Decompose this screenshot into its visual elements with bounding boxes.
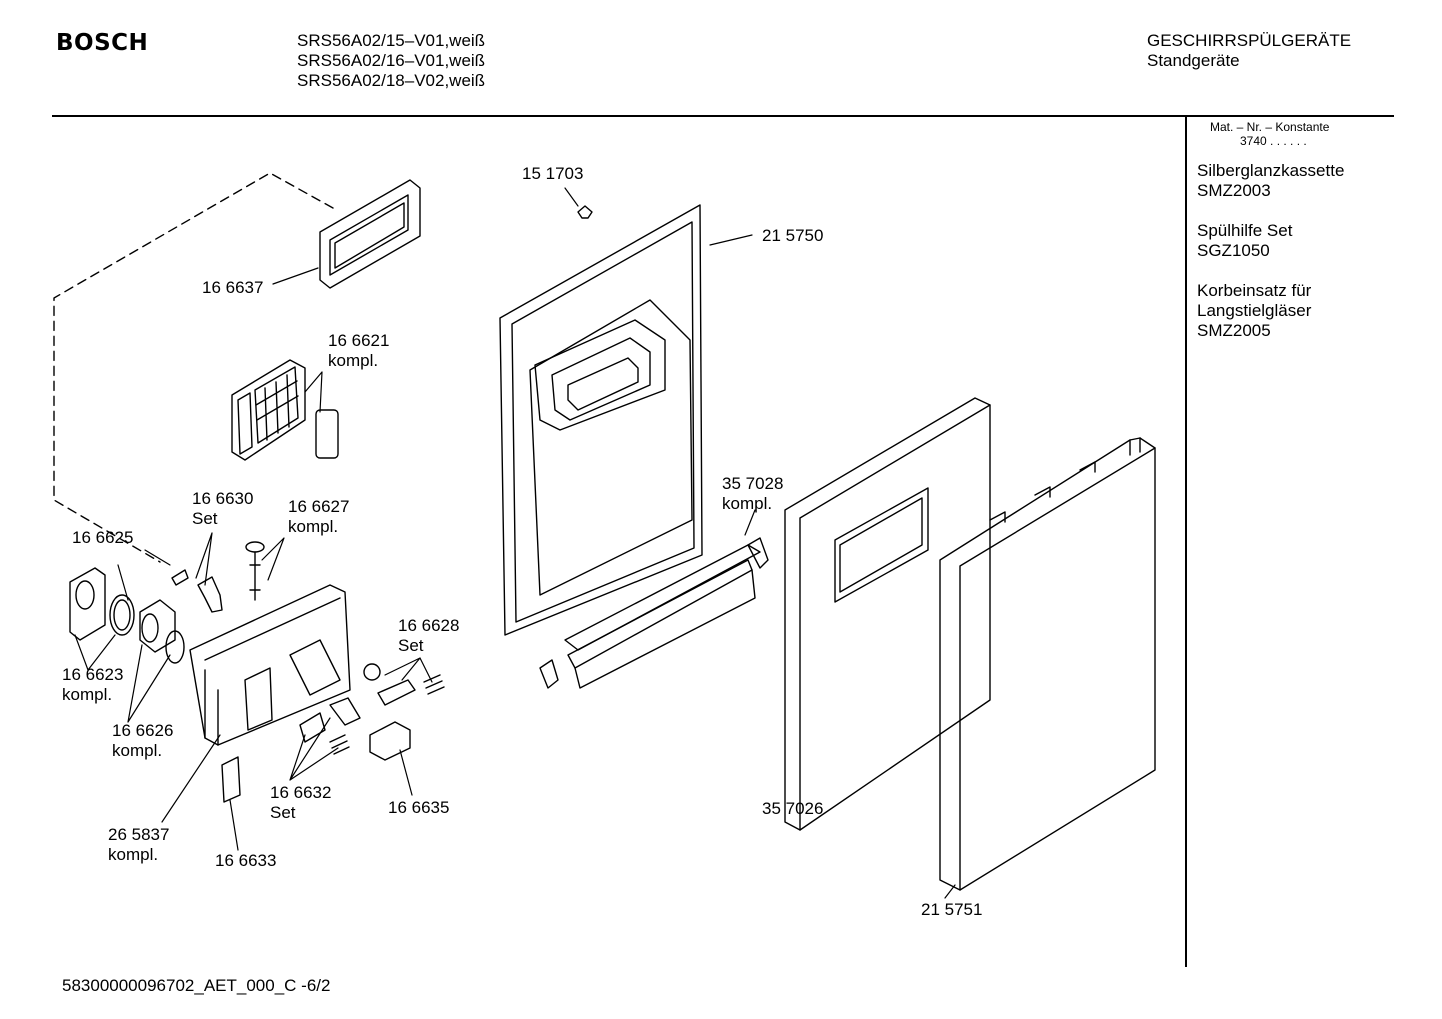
part-label: 21 5751 — [921, 900, 983, 919]
part-label: 21 5750 — [762, 226, 824, 245]
document-code: 58300000096702_AET_000_C -6/2 — [62, 976, 331, 995]
accessory-name: Silberglanzkassette — [1197, 161, 1345, 180]
part-label: 35 7026 — [762, 799, 824, 818]
dispenser-parts-left — [69, 541, 265, 664]
dispenser-parts-lower — [221, 663, 445, 803]
material-constant: Mat. – Nr. – Konstante 3740 . . . . . . — [1210, 120, 1329, 148]
model-list: SRS56A02/15–V01,weiß SRS56A02/16–V01,wei… — [297, 31, 485, 91]
model-line: SRS56A02/16–V01,weiß — [297, 51, 486, 70]
door-side-panel — [939, 437, 1156, 891]
screw — [577, 205, 593, 219]
model-line: SRS56A02/15–V01,weiß — [297, 31, 486, 50]
accessory-name: Spülhilfe Set — [1197, 221, 1293, 240]
assembly-dashed-line — [53, 172, 334, 563]
accessory-code: SGZ1050 — [1197, 241, 1270, 260]
material-constant-value: 3740 . . . . . . — [1240, 134, 1307, 148]
sidebar-divider — [1185, 117, 1187, 967]
part-label: 15 1703 — [522, 164, 584, 183]
accessory-name: Langstielgläser — [1197, 301, 1312, 320]
inner-door-panel — [499, 204, 703, 636]
material-constant-label: Mat. – Nr. – Konstante — [1210, 120, 1330, 134]
category-block: GESCHIRRSPÜLGERÄTE Standgeräte — [1147, 31, 1351, 71]
dispenser-housing — [189, 584, 351, 746]
leader-lines — [74, 187, 956, 899]
header-divider — [52, 115, 1394, 117]
category-subtitle: Standgeräte — [1147, 51, 1240, 70]
part-label: 16 6635 — [388, 798, 450, 817]
accessory-item: Silberglanzkassette SMZ2003 — [1197, 161, 1344, 201]
accessory-item: Spülhilfe Set SGZ1050 — [1197, 221, 1292, 261]
accessory-code: SMZ2005 — [1197, 321, 1271, 340]
part-label: 16 6637 — [202, 278, 264, 297]
accessory-name: Korbeinsatz für — [1197, 281, 1312, 300]
outer-door-panel — [784, 397, 991, 831]
accessory-item: Korbeinsatz für Langstielgläser SMZ2005 — [1197, 281, 1311, 341]
category-title: GESCHIRRSPÜLGERÄTE — [1147, 31, 1352, 50]
part-label: 16 6633 — [215, 851, 277, 870]
brand-logo: BOSCH — [56, 30, 149, 56]
dispenser-cover-grid — [231, 359, 339, 461]
part-label: 16 6625 — [72, 528, 134, 547]
model-line: SRS56A02/18–V02,weiß — [297, 71, 486, 90]
dispenser-seal-frame — [319, 179, 421, 289]
accessory-code: SMZ2003 — [1197, 181, 1271, 200]
door-handle-rail — [539, 537, 769, 689]
